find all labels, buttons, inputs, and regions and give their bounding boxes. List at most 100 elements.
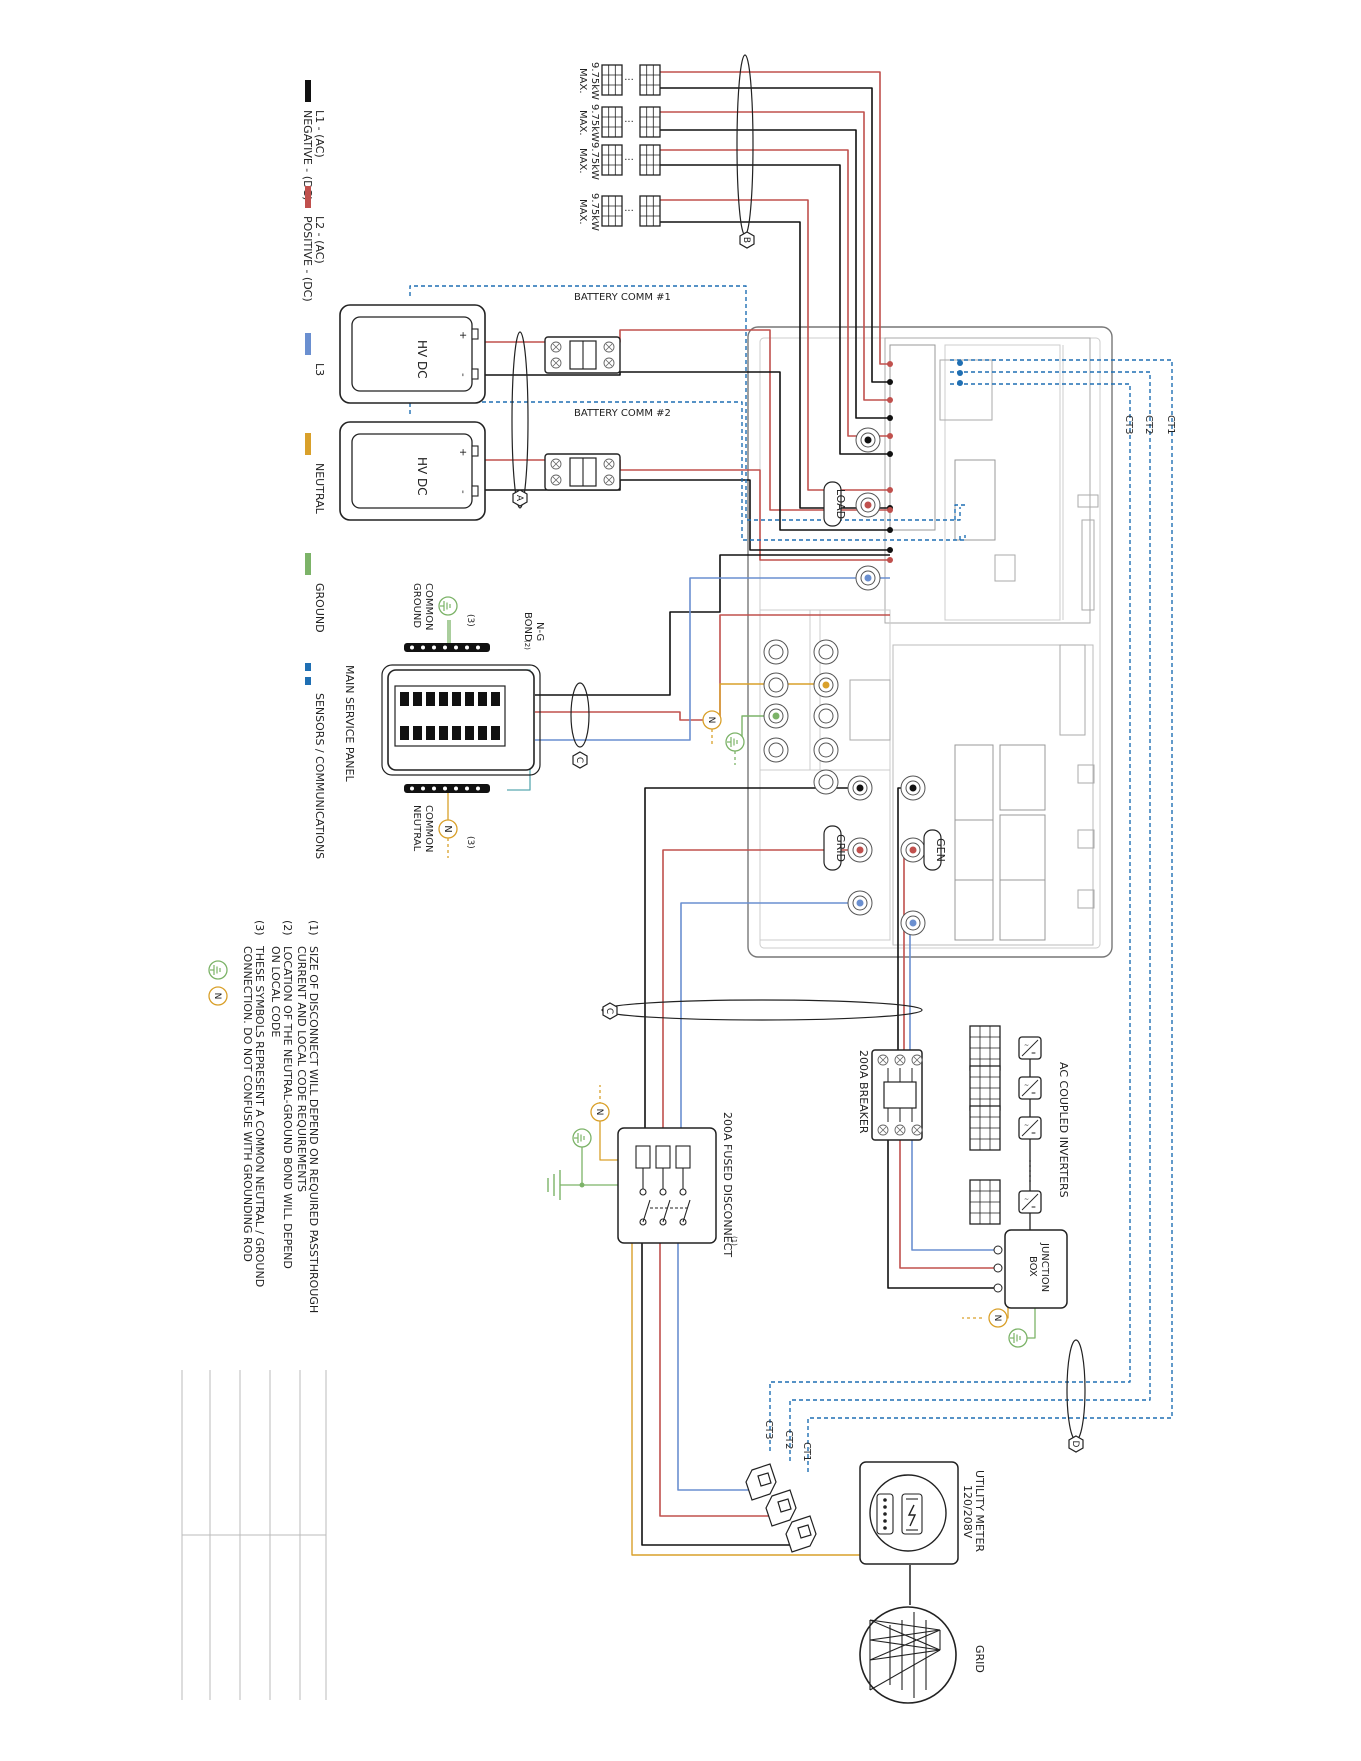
svg-text:N: N [992,1315,1002,1322]
legend-label: NEUTRAL [313,463,326,515]
meter-voltage: 120/208V [961,1485,974,1539]
ct3-meter-label: CT3 [763,1420,774,1439]
battery-plus: + [457,448,468,456]
ct3-inverter-label: CT3 [1123,415,1134,434]
fused-disconnect: 200A FUSED DISCONNECT (1) N [547,1102,738,1257]
note-line: SIZE OF DISCONNECT WILL DEPEND ON REQUIR… [307,946,320,1313]
pv-strings: ···9.75kWMAX.···9.75kWMAX.···9.75kWMAX.·… [577,62,661,231]
batteries: HV DC+-HV DC+- [339,304,621,521]
pv-ellipsis: ··· [624,75,634,86]
ac-coupled-title: AC COUPLED INVERTERS [1057,1062,1070,1198]
pv-string-max: MAX. [577,199,588,225]
ct-group-ellipse [1066,1339,1086,1441]
legend-swatch [305,433,311,455]
junction-box-label-2: BOX [1027,1256,1038,1277]
battery-comm-2-label: BATTERY COMM #2 [574,408,671,419]
ct2-inverter-label: CT2 [1143,415,1154,434]
pv-module [601,64,623,96]
note-line: CURRENT AND LOCAL CODE REQUIREMENTS [295,946,308,1192]
grid-group-marker: C [602,1002,618,1020]
legend-swatch [305,663,311,671]
legend: L1 - (AC)NEGATIVE - (DC)L2 - (AC)POSITIV… [301,80,326,859]
disconnect-sup: (1) [730,1236,738,1246]
hv-battery: HV DC+- [339,304,486,404]
legend-swatch [305,553,311,575]
ct1-meter-label: CT1 [801,1442,812,1461]
grid-terminal-label: GRID [834,834,847,862]
battery-comm-1-label: BATTERY COMM #1 [574,292,671,303]
pv-string-max: MAX. [577,68,588,94]
inverter-labels: LOAD GRID GEN CT1 CT2 CT3 [823,415,1176,871]
battery-disconnect [544,453,621,491]
svg-text:C: C [604,1008,614,1014]
legend-label-2: NEGATIVE - (DC) [301,110,314,201]
legend-swatch [305,80,311,102]
legend-item: L3 [305,333,326,376]
note-line: THESE SYMBOLS REPRESENT A COMMON NEUTRAL… [253,945,266,1287]
pv-module [601,106,623,138]
load-label: LOAD [834,489,847,519]
battery-group-ellipse [511,331,529,509]
pv-ellipsis: ··· [624,206,634,217]
common-neutral-label: COMMON [423,805,434,852]
legend-swatch [305,677,311,685]
svg-text:A: A [514,495,524,502]
pv-module [639,64,661,96]
breaker-label: 200A BREAKER [857,1050,870,1134]
pv-string-max: MAX. [577,110,588,136]
svg-text:N: N [706,717,716,724]
pv-module [639,195,661,227]
ct2-meter-label: CT2 [783,1430,794,1449]
ac-coupled-inverters: AC COUPLED INVERTERS JUNCTION BOX N 200A… [857,1025,1070,1348]
legend-item: GROUND [305,553,326,633]
pv-string-max: MAX. [577,148,588,174]
legend-label: GROUND [313,583,326,633]
ng-bond-sup: (2) [523,640,531,650]
pv-module [639,144,661,176]
common-ground-note: (3) [465,614,475,627]
battery-label: HV DC [415,340,429,379]
grid-tower: GRID [859,1606,986,1704]
legend-label: L2 - (AC) [313,216,326,264]
ng-bond-label-2: BOND [522,612,533,642]
battery-group-marker: A [512,489,528,507]
common-neutral-label-2: NEUTRAL [411,805,422,852]
svg-text:B: B [741,237,751,243]
pv-input-terminals [887,360,963,563]
pv-string-rating: 9.75kW [589,104,600,142]
legend-swatch [305,186,311,208]
note-line: CONNECTION. DO NOT CONFUSE WITH GROUNDIN… [241,946,254,1262]
pv-group-marker: B [739,231,755,249]
pv-module [601,144,623,176]
pv-string-rating: 9.75kW [589,142,600,180]
legend-label: L1 - (AC) [313,110,326,158]
ng-bond-label: N-G [534,622,545,641]
pv-module [601,195,623,227]
legend-swatch [305,333,311,355]
pv-string-rating: 9.75kW [589,62,600,100]
battery-label: HV DC [415,457,429,496]
disconnect-label: 200A FUSED DISCONNECT [721,1112,734,1257]
inverter-neutral-ground: N [702,710,745,765]
main-service-panel: N MAIN SERVICE PANEL N-G BOND (2) COMMON… [343,583,545,858]
note-number: (1) [307,920,320,936]
legend-item: SENSORS / COMMUNICATIONS [305,663,326,859]
battery-minus: - [457,490,468,494]
note-number: (3) [253,920,266,936]
service-panel-group-marker: C [572,751,588,769]
pv-string-rating: 9.75kW [589,193,600,231]
grid-group-ellipse [601,999,923,1021]
svg-text:N: N [442,825,453,832]
pv-ellipsis: ··· [624,155,634,166]
meter-label: UTILITY METER [973,1470,986,1552]
hv-battery: HV DC + - [339,421,486,521]
junction-box-label: JUNCTION [1039,1242,1050,1292]
legend-label: L3 [313,363,326,376]
ct1-inverter-label: CT1 [1165,415,1176,434]
pv-group-ellipse [736,54,754,236]
pv-module [639,106,661,138]
grid-label: GRID [973,1645,986,1673]
service-panel-group-ellipse [570,682,590,748]
notes: (1) SIZE OF DISCONNECT WILL DEPEND ON REQ… [208,920,320,1313]
